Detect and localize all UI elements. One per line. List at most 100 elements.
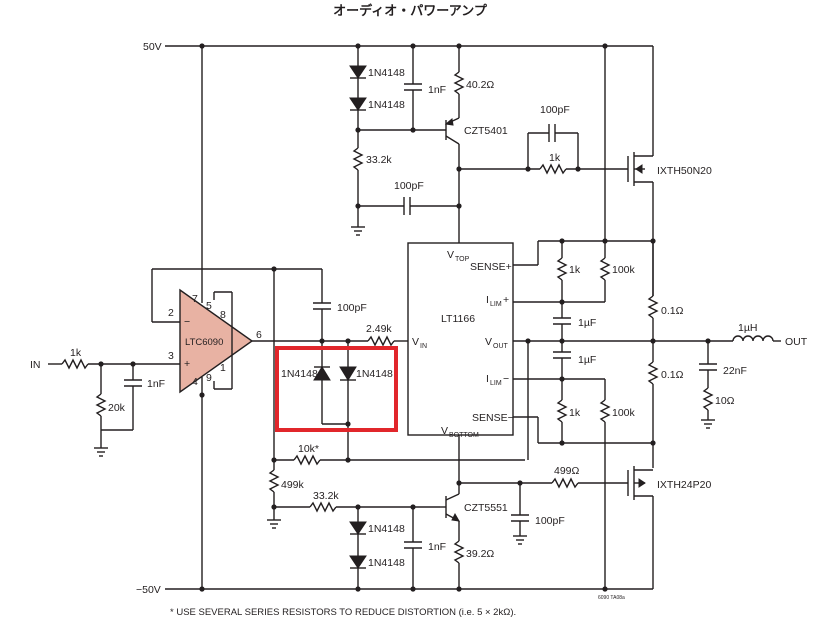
svg-text:OUT: OUT <box>493 343 509 350</box>
svg-text:10Ω: 10Ω <box>715 395 735 407</box>
footnote: * USE SEVERAL SERIES RESISTORS TO REDUCE… <box>170 607 516 618</box>
resistor-20k <box>95 393 107 417</box>
svg-text:1µF: 1µF <box>578 317 596 329</box>
lt1166-ic: LT1166 V TOP V IN V OUT V BOTTOM SENSE+ … <box>407 242 514 439</box>
svg-text:V: V <box>412 336 419 348</box>
resistor-40ohm <box>453 71 465 95</box>
svg-text:20k: 20k <box>108 402 126 414</box>
svg-text:1N4148: 1N4148 <box>368 523 405 535</box>
mosfet-ixth24p20: IXTH24P20 <box>627 466 711 589</box>
svg-text:4: 4 <box>192 376 198 388</box>
svg-text:CZT5401: CZT5401 <box>464 125 508 137</box>
output-label: OUT <box>785 336 808 348</box>
diode-right <box>339 366 357 381</box>
resistor-499ohm <box>551 477 579 489</box>
svg-text:9: 9 <box>206 372 212 384</box>
svg-text:2.49k: 2.49k <box>366 323 392 335</box>
ground-icon <box>701 419 715 429</box>
rail-dots <box>199 43 608 592</box>
resistor-1k-gate <box>539 163 567 175</box>
svg-text:1N4148: 1N4148 <box>281 368 318 380</box>
figure-id: 6090 TA08a <box>598 595 625 601</box>
svg-text:8: 8 <box>220 309 226 321</box>
svg-text:+: + <box>184 358 190 370</box>
svg-text:3: 3 <box>168 350 174 362</box>
diode-pair: 1N4148 1N4148 <box>275 341 398 460</box>
svg-text:499Ω: 499Ω <box>554 465 580 477</box>
highlight-box <box>275 346 398 432</box>
ground-icon <box>513 535 527 545</box>
svg-text:SENSE−: SENSE− <box>472 412 514 424</box>
svg-text:+: + <box>503 294 509 306</box>
svg-text:−: − <box>503 373 509 385</box>
bottom-gate-network: 499Ω 100pF <box>459 465 628 545</box>
svg-text:V: V <box>447 249 454 261</box>
svg-text:1µF: 1µF <box>578 354 596 366</box>
resistor-39ohm <box>453 540 465 564</box>
svg-text:100k: 100k <box>612 407 636 419</box>
svg-text:499k: 499k <box>281 479 305 491</box>
shunt-resistors: 0.1Ω 0.1Ω <box>647 241 684 468</box>
svg-text:100k: 100k <box>612 264 636 276</box>
resistor-100k-b <box>599 399 611 423</box>
svg-text:100pF: 100pF <box>540 104 570 116</box>
svg-text:1nF: 1nF <box>428 84 446 96</box>
svg-text:I: I <box>486 373 489 385</box>
svg-text:2: 2 <box>168 307 174 319</box>
resistor-0r1-a <box>647 295 659 319</box>
svg-text:100pF: 100pF <box>535 515 565 527</box>
resistor-100k-a <box>599 257 611 281</box>
svg-text:22nF: 22nF <box>723 365 747 377</box>
bottom-bias: CZT5551 39.2Ω 1N4148 1N4148 1nF <box>349 435 508 589</box>
svg-text:1µH: 1µH <box>738 322 757 334</box>
svg-text:TOP: TOP <box>455 256 470 263</box>
svg-text:IXTH50N20: IXTH50N20 <box>657 165 712 177</box>
resistor-10ohm <box>702 387 714 411</box>
svg-text:33.2k: 33.2k <box>366 154 392 166</box>
resistor-1k-b <box>556 399 568 423</box>
title: オーディオ・パワーアンプ <box>333 3 488 19</box>
diode-left <box>313 366 331 381</box>
svg-text:1N4148: 1N4148 <box>368 67 405 79</box>
diode-d3 <box>349 521 367 535</box>
diode-d1 <box>349 65 367 79</box>
ground-icon <box>267 519 281 529</box>
svg-text:1k: 1k <box>569 407 581 419</box>
svg-text:LTC6090: LTC6090 <box>185 337 223 348</box>
svg-text:−: − <box>184 316 190 328</box>
svg-text:1k: 1k <box>569 264 581 276</box>
resistor-499k <box>268 469 280 493</box>
svg-text:CZT5551: CZT5551 <box>464 502 508 514</box>
svg-text:1k: 1k <box>70 347 82 359</box>
mosfet-ixth50n20: IXTH50N20 <box>627 46 712 296</box>
svg-text:0.1Ω: 0.1Ω <box>661 305 684 317</box>
svg-text:40.2Ω: 40.2Ω <box>466 79 494 91</box>
svg-text:1nF: 1nF <box>428 541 446 553</box>
resistor-33k-top <box>352 147 364 171</box>
svg-text:0.1Ω: 0.1Ω <box>661 369 684 381</box>
resistor-0r1-b <box>647 361 659 385</box>
svg-text:33.2k: 33.2k <box>313 490 339 502</box>
feedback-network: 10k* 499k 33.2k <box>267 269 525 529</box>
resistor-1k-in <box>61 358 89 370</box>
opamp-triangle <box>179 288 254 394</box>
svg-text:100pF: 100pF <box>337 302 367 314</box>
svg-text:10k*: 10k* <box>298 443 319 455</box>
neg-rail: −50V <box>136 584 653 596</box>
opamp-ltc6090: LTC6090 − + 2 3 7 5 8 1 4 9 6 <box>151 46 368 589</box>
pos-rail-label: 50V <box>143 41 162 53</box>
top-gate-network: 1k 100pF <box>459 104 628 175</box>
transistor-czt5401 <box>444 117 460 145</box>
input-label: IN <box>30 359 41 371</box>
svg-text:SENSE+: SENSE+ <box>470 261 512 273</box>
svg-text:LT1166: LT1166 <box>441 313 475 325</box>
svg-text:100pF: 100pF <box>394 180 424 192</box>
inductor-1uh <box>732 335 774 342</box>
resistor-1k-a <box>556 257 568 281</box>
svg-text:7: 7 <box>192 293 198 305</box>
svg-text:6: 6 <box>256 329 262 341</box>
cap-100pf-in: 100pF <box>313 269 367 341</box>
svg-text:LIM: LIM <box>490 380 502 387</box>
resistor-10k <box>293 454 321 466</box>
